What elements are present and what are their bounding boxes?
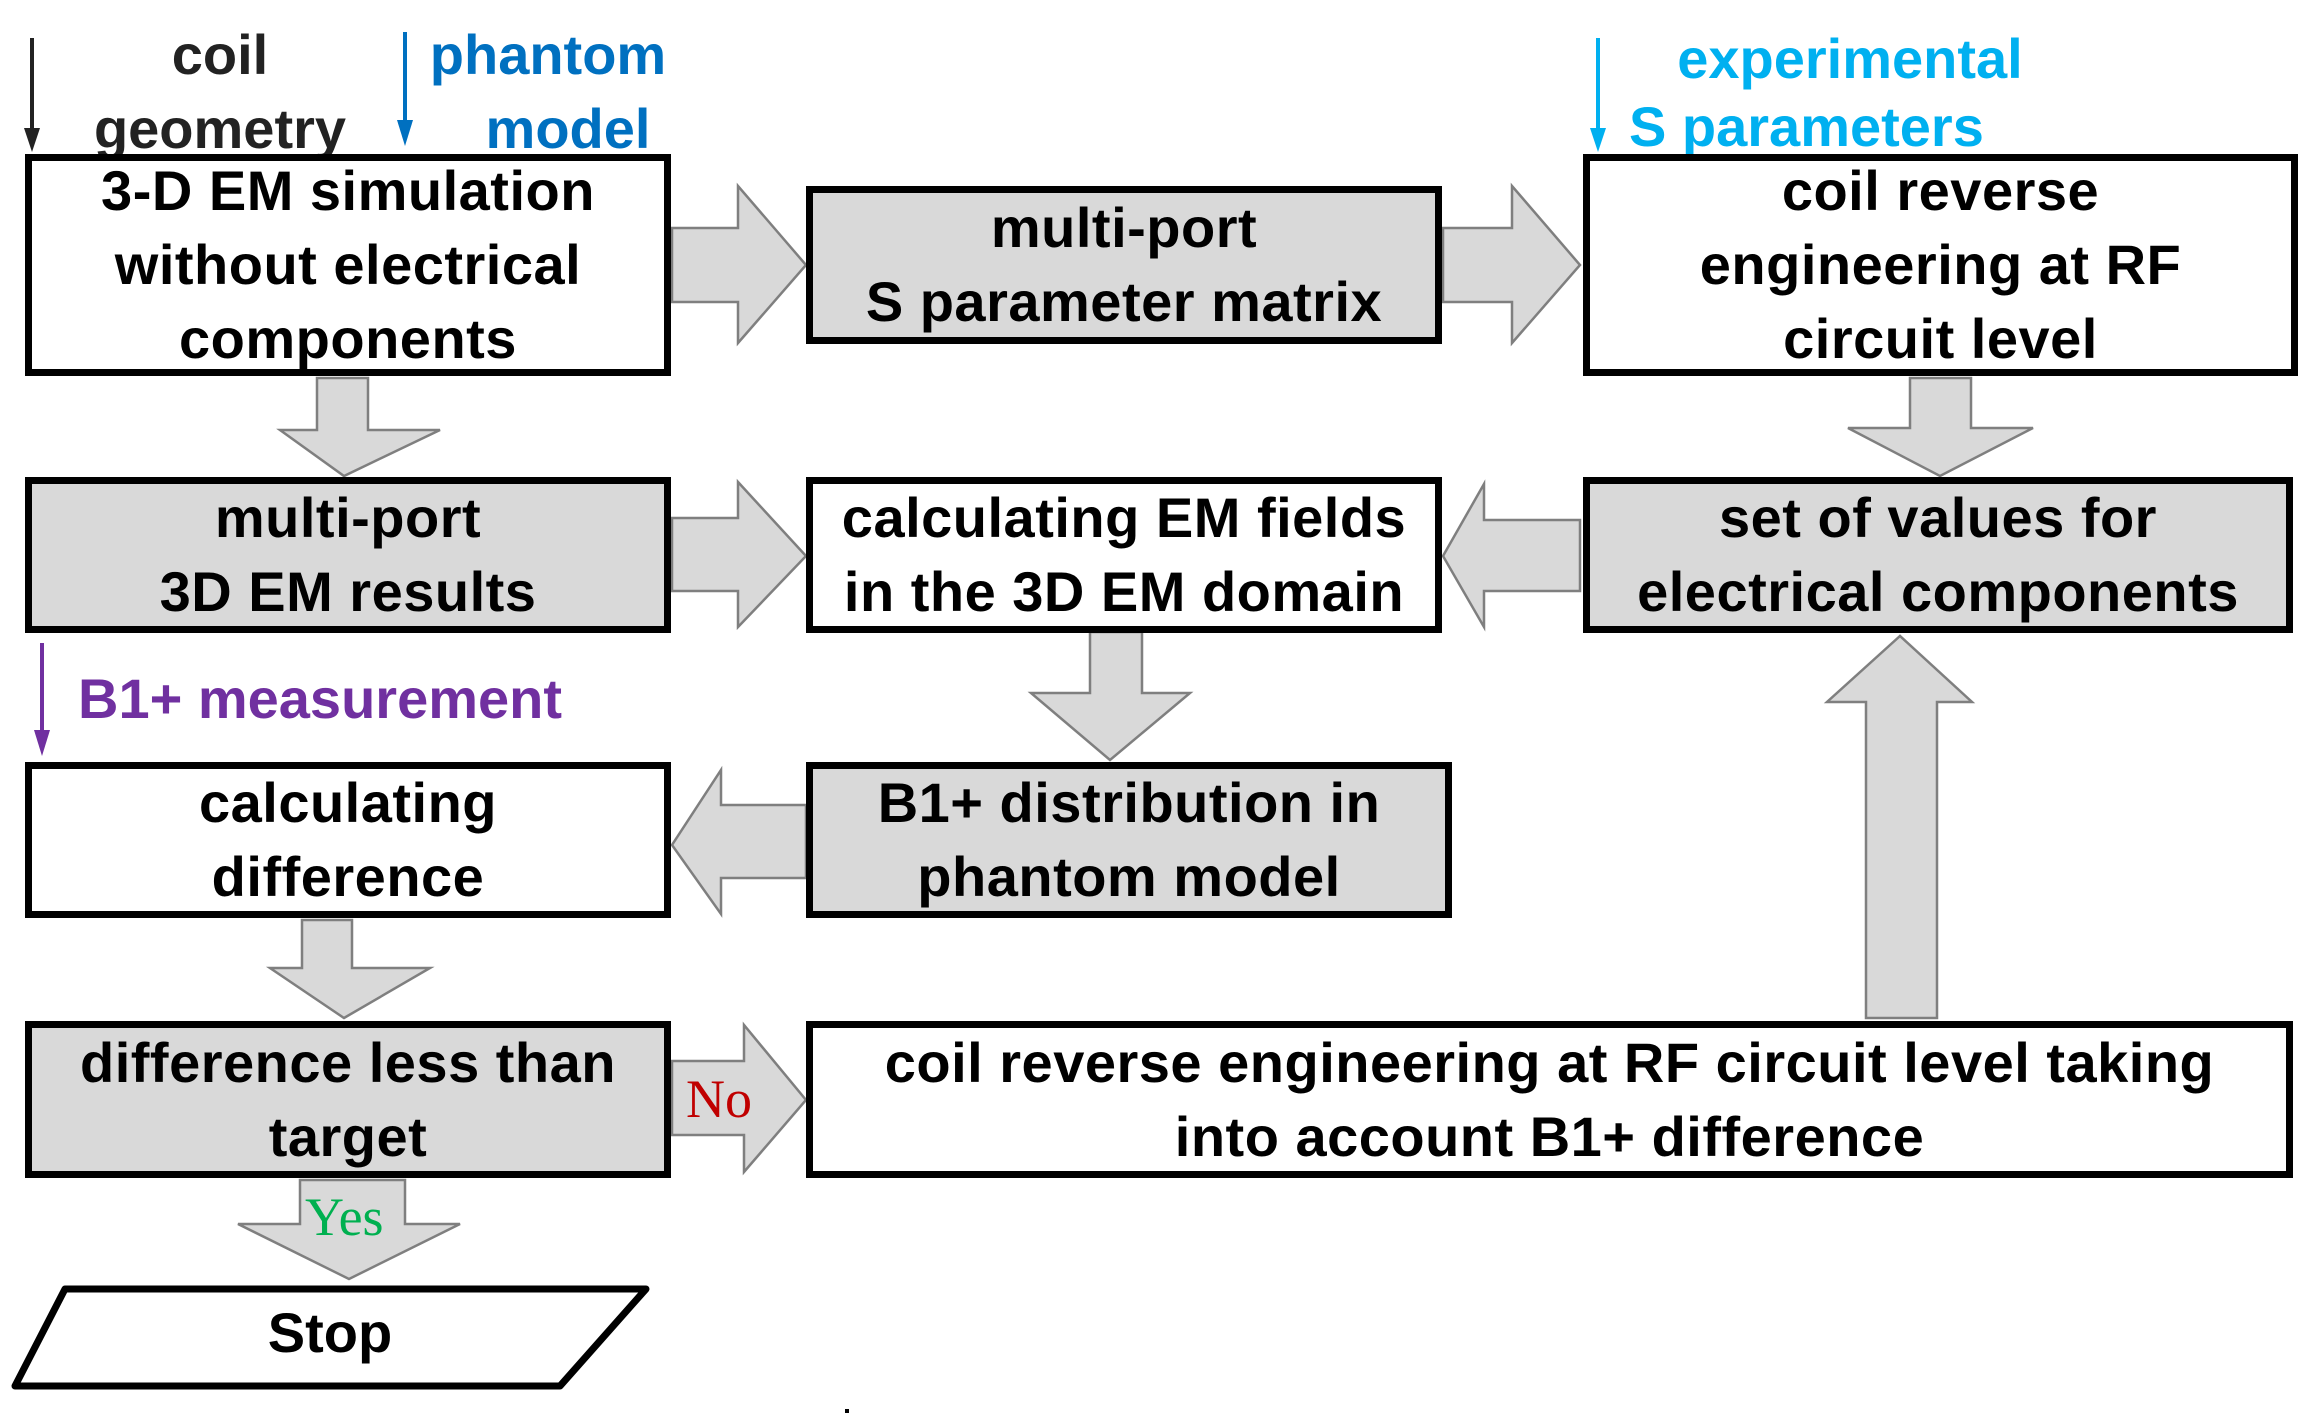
box-text-line: in the 3D EM domain xyxy=(843,560,1405,623)
arrow-feedback-to-values xyxy=(1823,634,1976,1020)
stop-label: Stop xyxy=(267,1301,393,1364)
box-text-line: target xyxy=(268,1104,428,1168)
box-em-simulation: 3-D EM simulation without electrical com… xyxy=(25,154,671,376)
phantom-model-line-1: phantom xyxy=(429,23,667,86)
arrow-sim-to-sparam xyxy=(670,182,808,347)
box-b1-distribution: B1+ distribution in phantom model xyxy=(806,762,1452,918)
box-s-parameter-matrix: multi-port S parameter matrix xyxy=(806,186,1442,344)
box-text-line: calculating EM fields xyxy=(841,486,1407,549)
phantom-model-line-2: model xyxy=(485,97,651,160)
s-parameters-arrowhead xyxy=(1590,128,1606,152)
arrow-sim-to-3d-results xyxy=(276,376,441,478)
box-text-line: multi-port xyxy=(214,486,482,549)
box-text-line: 3D EM results xyxy=(159,560,537,623)
box-text-line: multi-port xyxy=(990,196,1258,259)
box-text-line: phantom model xyxy=(917,845,1341,908)
s-parameters-line-2: S parameters xyxy=(1629,95,1984,158)
box-text-line: components xyxy=(179,307,517,370)
box-text-line: coil reverse xyxy=(1781,159,2100,222)
arrow-difference-to-check xyxy=(265,918,435,1020)
box-text-line: difference less than xyxy=(80,1030,616,1094)
coil-geometry-line-1: coil xyxy=(171,23,269,86)
input-coil-geometry: coil geometry xyxy=(75,18,365,166)
box-difference-less-than-target: difference less than target xyxy=(25,1021,671,1178)
phantom-model-arrowhead xyxy=(397,120,413,146)
box-calculating-difference: calculating difference xyxy=(25,762,671,918)
s-parameters-line-1: experimental xyxy=(1677,27,2023,90)
box-calculating-em-fields: calculating EM fields in the 3D EM domai… xyxy=(806,477,1442,633)
arrow-sparam-to-coil-reverse xyxy=(1441,182,1582,347)
arrow-em-fields-to-b1-dist xyxy=(1027,630,1194,762)
box-coil-reverse-engineering-b1: coil reverse engineering at RF circuit l… xyxy=(806,1021,2293,1178)
branch-no-label: No xyxy=(686,1069,752,1129)
box-text-line: without electrical xyxy=(114,233,582,296)
box-set-of-values: set of values for electrical components xyxy=(1583,477,2293,633)
input-experimental-s-parameters: experimental S parameters xyxy=(1625,22,2045,164)
box-text-line: difference xyxy=(211,845,485,908)
box-text-line: set of values for xyxy=(1719,486,2157,549)
branch-yes-label: Yes xyxy=(305,1187,384,1247)
input-b1-measurement: B1+ measurement xyxy=(78,662,562,736)
box-text-line: B1+ distribution in xyxy=(877,771,1381,834)
box-multiport-3d-results: multi-port 3D EM results xyxy=(25,477,671,633)
arrow-b1-dist-to-difference xyxy=(670,765,808,918)
box-text-line: engineering at RF xyxy=(1699,233,2182,296)
arrow-values-to-em-fields xyxy=(1441,479,1582,632)
arrow-coil-reverse-to-values xyxy=(1847,376,2034,478)
arrow-yes-branch xyxy=(237,1178,461,1281)
arrow-no-branch xyxy=(670,1021,808,1176)
input-phantom-model: phantom model xyxy=(418,18,678,166)
box-text-line: S parameter matrix xyxy=(865,270,1383,333)
box-text-line: circuit level xyxy=(1783,307,2098,370)
coil-geometry-arrowhead xyxy=(24,128,40,152)
box-text-line: coil reverse engineering at RF circuit l… xyxy=(884,1030,2215,1094)
box-text-line: 3-D EM simulation xyxy=(101,159,595,222)
b1-measurement-label: B1+ measurement xyxy=(78,667,563,730)
box-text-line: into account B1+ difference xyxy=(1174,1104,1925,1168)
coil-geometry-line-2: geometry xyxy=(93,97,347,160)
arrow-3d-results-to-em-fields xyxy=(670,478,808,631)
box-text-line: electrical components xyxy=(1637,560,2239,623)
stop-parallelogram xyxy=(11,1285,650,1390)
input-arrows xyxy=(24,32,1606,756)
box-coil-reverse-engineering: coil reverse engineering at RF circuit l… xyxy=(1583,154,2298,376)
stray-dot xyxy=(845,1409,849,1413)
b1-measurement-arrowhead xyxy=(34,730,50,756)
box-text-line: calculating xyxy=(198,771,498,834)
